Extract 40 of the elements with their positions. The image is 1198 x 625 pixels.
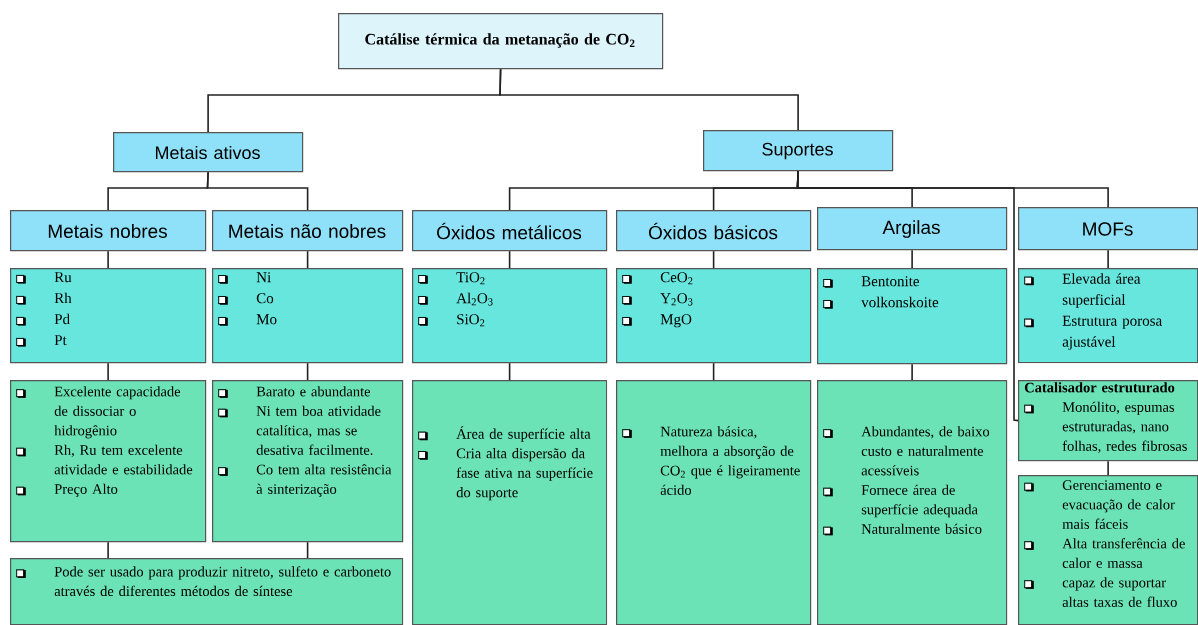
connector-line	[107, 250, 109, 269]
connector-line	[712, 362, 715, 381]
category-box: Suportes	[703, 130, 894, 172]
list-box: Bentonite volkonskoite	[817, 268, 1008, 365]
connector-line	[206, 171, 309, 211]
list-box: Pode ser usado para produzir nitreto, sulfeto e carboneto através de diferentes métodos de síntese	[10, 558, 404, 625]
connector-line	[508, 362, 511, 381]
list-box: Elevada área superficial Estrutura porosa ajustável	[1018, 268, 1198, 364]
list-box: Ru Rh Pd Pt	[10, 268, 207, 364]
list-box: Catalisador estruturado Monólito, espumas estruturadas, nano folhas, redes fibrosas	[1018, 380, 1198, 462]
connector-line	[1107, 460, 1109, 476]
category-box: Metais nobres	[10, 210, 207, 252]
list-box: Natureza básica, melhora a absorção de CO$_{2}$ que é ligeiramente ácido	[616, 380, 812, 625]
connector-line	[1107, 249, 1109, 269]
list-box: Abundantes, de baixo custo e naturalmente acessíveis Fornece área de superfície adequada Naturalmente básico	[817, 380, 1008, 625]
category-box: MOFs	[1018, 207, 1198, 251]
list-box: Barato e abundante Ni tem boa atividade catalítica, mas se desativa facilmente. Co tem alta resistência à sinterização	[212, 380, 404, 543]
list-box: CeO$_{2}$ Y$_{2}$O$_{3}$ MgO	[616, 268, 812, 364]
list-box: Excelente capacidade de dissociar o hidrogênio Rh, Ru tem excelente atividade e estabilidade Preço Alto	[10, 380, 207, 543]
connector-line	[712, 250, 715, 269]
connector-line	[306, 541, 309, 559]
connector-line	[508, 250, 511, 269]
category-box: Metais ativos	[113, 132, 304, 173]
connector-line	[107, 362, 109, 381]
list-box: Área de superfície alta Cria alta dispersão da fase ativa na superfície do suporte	[412, 380, 608, 625]
list-box: TiO$_{2}$ Al$_{2}$O$_{3}$ SiO$_{2}$	[412, 268, 608, 364]
list-box: Gerenciamento e evacuação de calor mais fáceis Alta transferência de calor e massa capaz de suportar altas taxas de fluxo	[1018, 475, 1198, 625]
category-box: Óxidos básicos	[616, 210, 812, 252]
title-box: Catálise térmica da metanação de CO$_{2}$	[338, 13, 664, 70]
connector-line	[499, 68, 799, 131]
list-box: Ni Co Mo	[212, 268, 404, 364]
category-box: Metais não nobres	[212, 210, 404, 252]
connector-line	[796, 170, 1019, 422]
connector-line	[306, 362, 309, 381]
connector-line	[911, 363, 913, 381]
category-box: Óxidos metálicos	[412, 210, 608, 252]
connector-line	[107, 541, 109, 559]
category-box: Argilas	[817, 207, 1008, 251]
connector-line	[306, 250, 309, 269]
connector-line	[911, 249, 913, 269]
